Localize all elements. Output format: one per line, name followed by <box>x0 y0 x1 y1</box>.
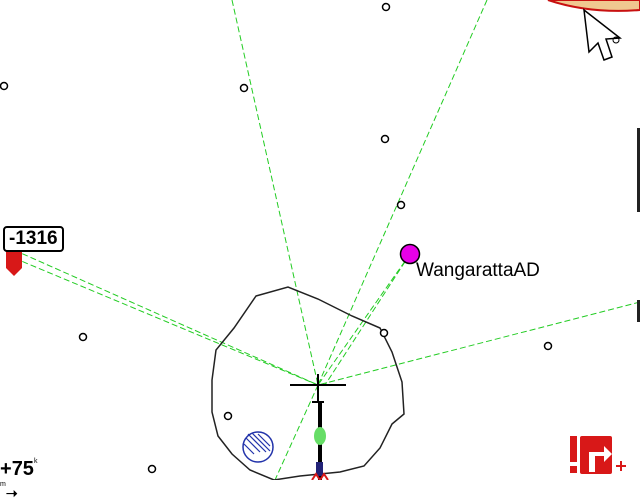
heading-marker <box>316 462 323 476</box>
turnpoint-markers <box>0 2 553 474</box>
waypoint-label: WangarattaAD <box>416 260 540 281</box>
waypoint-icon[interactable] <box>399 243 421 265</box>
status-icons <box>570 436 626 474</box>
moving-map[interactable]: WangarattaAD <box>0 0 640 480</box>
exclamation-icon <box>570 436 577 462</box>
altitude-value: -1316 <box>9 228 58 249</box>
arrow-right-icon: ➝ <box>5 485 18 501</box>
airspace-area <box>547 0 640 12</box>
right-edge-marker <box>637 128 640 212</box>
speed-value: 75 <box>11 458 34 480</box>
altitude-required-badge: -1316 <box>3 226 64 252</box>
thermal-marker-icon <box>242 431 274 463</box>
right-edge-marker-lower <box>637 300 640 322</box>
course-lines <box>13 0 640 480</box>
vario-marker <box>314 427 326 445</box>
glide-range-outline <box>211 286 405 480</box>
mouse-pointer-icon <box>583 8 623 61</box>
pointer-dot <box>612 36 620 44</box>
red-tick <box>311 472 329 480</box>
final-glide-marker-icon <box>6 250 22 276</box>
glider-cross-icon <box>290 374 346 403</box>
speed-prefix: + <box>0 458 12 480</box>
thermal-hatch <box>243 432 271 455</box>
